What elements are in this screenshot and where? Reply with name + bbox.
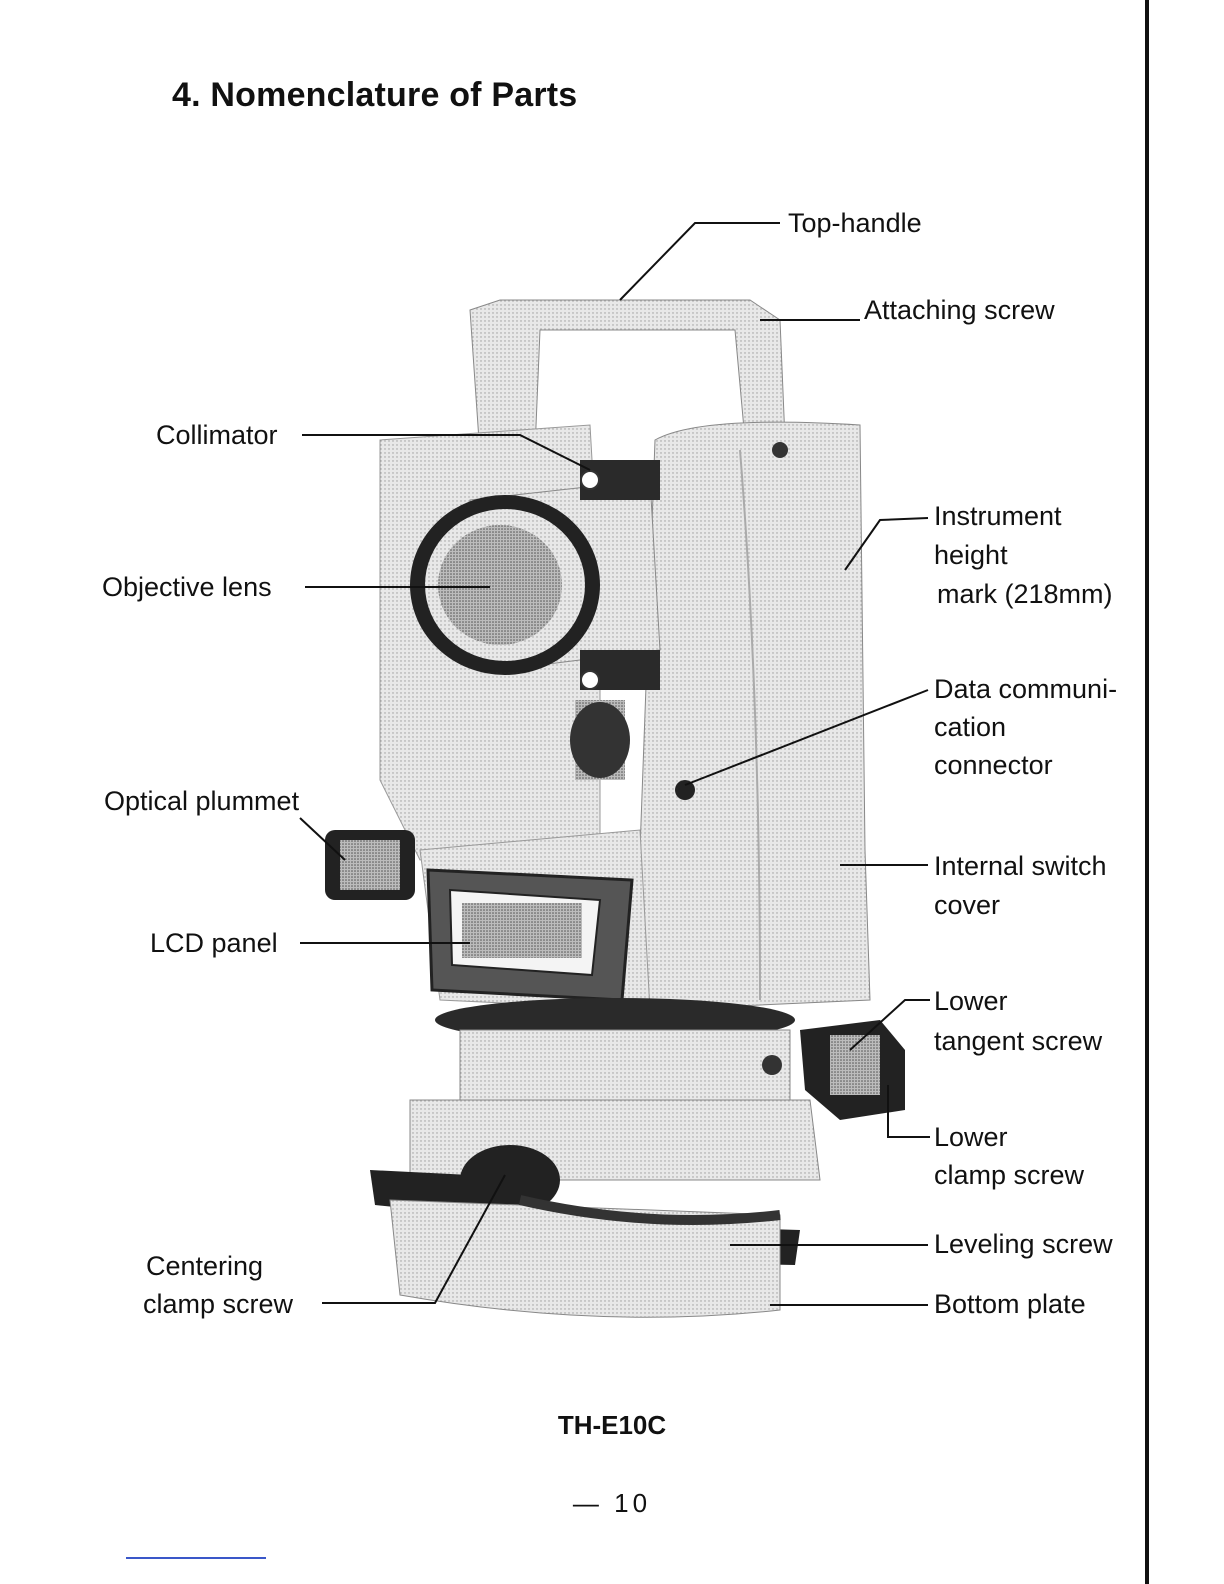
label-optical-plummet: Optical plummet (104, 782, 299, 820)
vertical-tangent-shape (570, 700, 630, 780)
bottom-link-underline (126, 1557, 266, 1559)
label-instrument-height-2: height (934, 536, 1008, 574)
label-lower-tangent-2: tangent screw (934, 1022, 1102, 1060)
label-objective-lens: Objective lens (102, 568, 272, 606)
figure-caption: TH-E10C (0, 1410, 1224, 1441)
label-lower-clamp-2: clamp screw (934, 1156, 1084, 1194)
label-internal-switch-1: Internal switch (934, 847, 1107, 885)
label-centering-1: Centering (146, 1247, 263, 1285)
label-lower-tangent-1: Lower (934, 982, 1008, 1020)
optical-plummet-shape (325, 830, 415, 900)
label-data-comm-3: connector (934, 746, 1053, 784)
label-data-comm-2: cation (934, 708, 1006, 746)
lcd-panel-shape (428, 870, 632, 1000)
label-top-handle: Top-handle (788, 204, 922, 242)
label-centering-2: clamp screw (143, 1285, 293, 1323)
label-instrument-height-1: Instrument (934, 497, 1062, 535)
tribrach-shape (370, 1100, 820, 1317)
label-bottom-plate: Bottom plate (934, 1285, 1086, 1323)
lower-knobs-shape (800, 1020, 905, 1120)
label-leveling-screw: Leveling screw (934, 1225, 1113, 1263)
page-number: — 10 (0, 1488, 1224, 1519)
leader-top-handle (620, 223, 780, 300)
label-attaching-screw: Attaching screw (864, 291, 1055, 329)
label-collimator: Collimator (156, 416, 278, 454)
label-instrument-height-3: mark (218mm) (937, 575, 1113, 613)
label-lcd-panel: LCD panel (150, 924, 278, 962)
objective-lens-shape (410, 495, 600, 675)
right-standard-shape (640, 422, 870, 1010)
label-internal-switch-2: cover (934, 886, 1000, 924)
label-lower-clamp-1: Lower (934, 1118, 1008, 1156)
label-data-comm-1: Data communi- (934, 670, 1117, 708)
